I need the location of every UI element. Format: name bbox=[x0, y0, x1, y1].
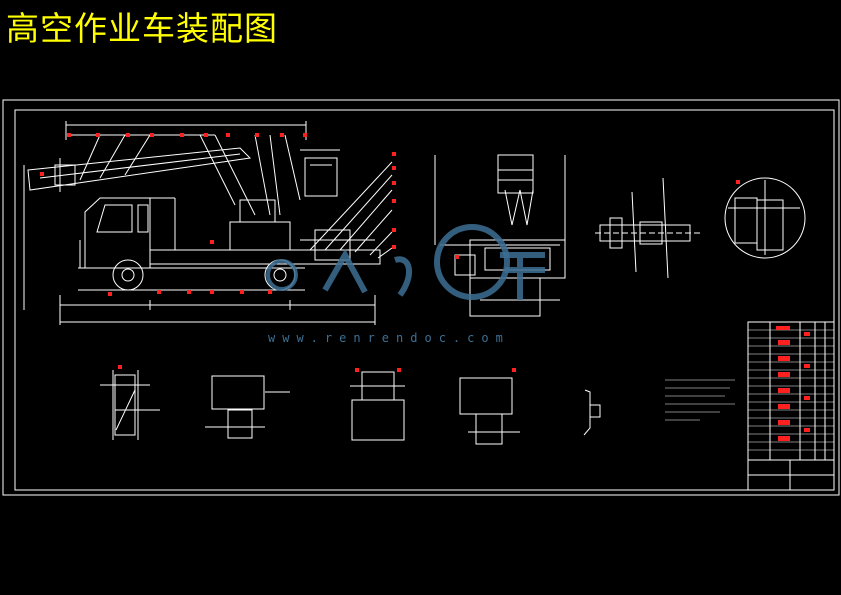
truck-end-view bbox=[266, 154, 566, 317]
circle-detail-view bbox=[724, 177, 806, 259]
inner-frame bbox=[14, 109, 835, 491]
parts-list-table bbox=[747, 321, 835, 491]
watermark-logo bbox=[322, 248, 545, 300]
technical-notes bbox=[665, 379, 735, 421]
section-view-d bbox=[459, 377, 520, 445]
watermark-url: www.renrendoc.com bbox=[268, 331, 510, 345]
truck-side-view bbox=[23, 121, 393, 325]
drawing-title: 高空作业车装配图 bbox=[6, 9, 278, 48]
section-view-e bbox=[583, 389, 601, 436]
outer-frame bbox=[2, 99, 840, 496]
part-balloons bbox=[40, 133, 740, 372]
section-view-a bbox=[100, 370, 160, 440]
parts-list-marks bbox=[776, 326, 810, 441]
parts-list-rows bbox=[748, 329, 834, 451]
section-view-c bbox=[350, 371, 405, 441]
pin-detail-view bbox=[595, 177, 700, 279]
section-view-b bbox=[205, 375, 290, 439]
